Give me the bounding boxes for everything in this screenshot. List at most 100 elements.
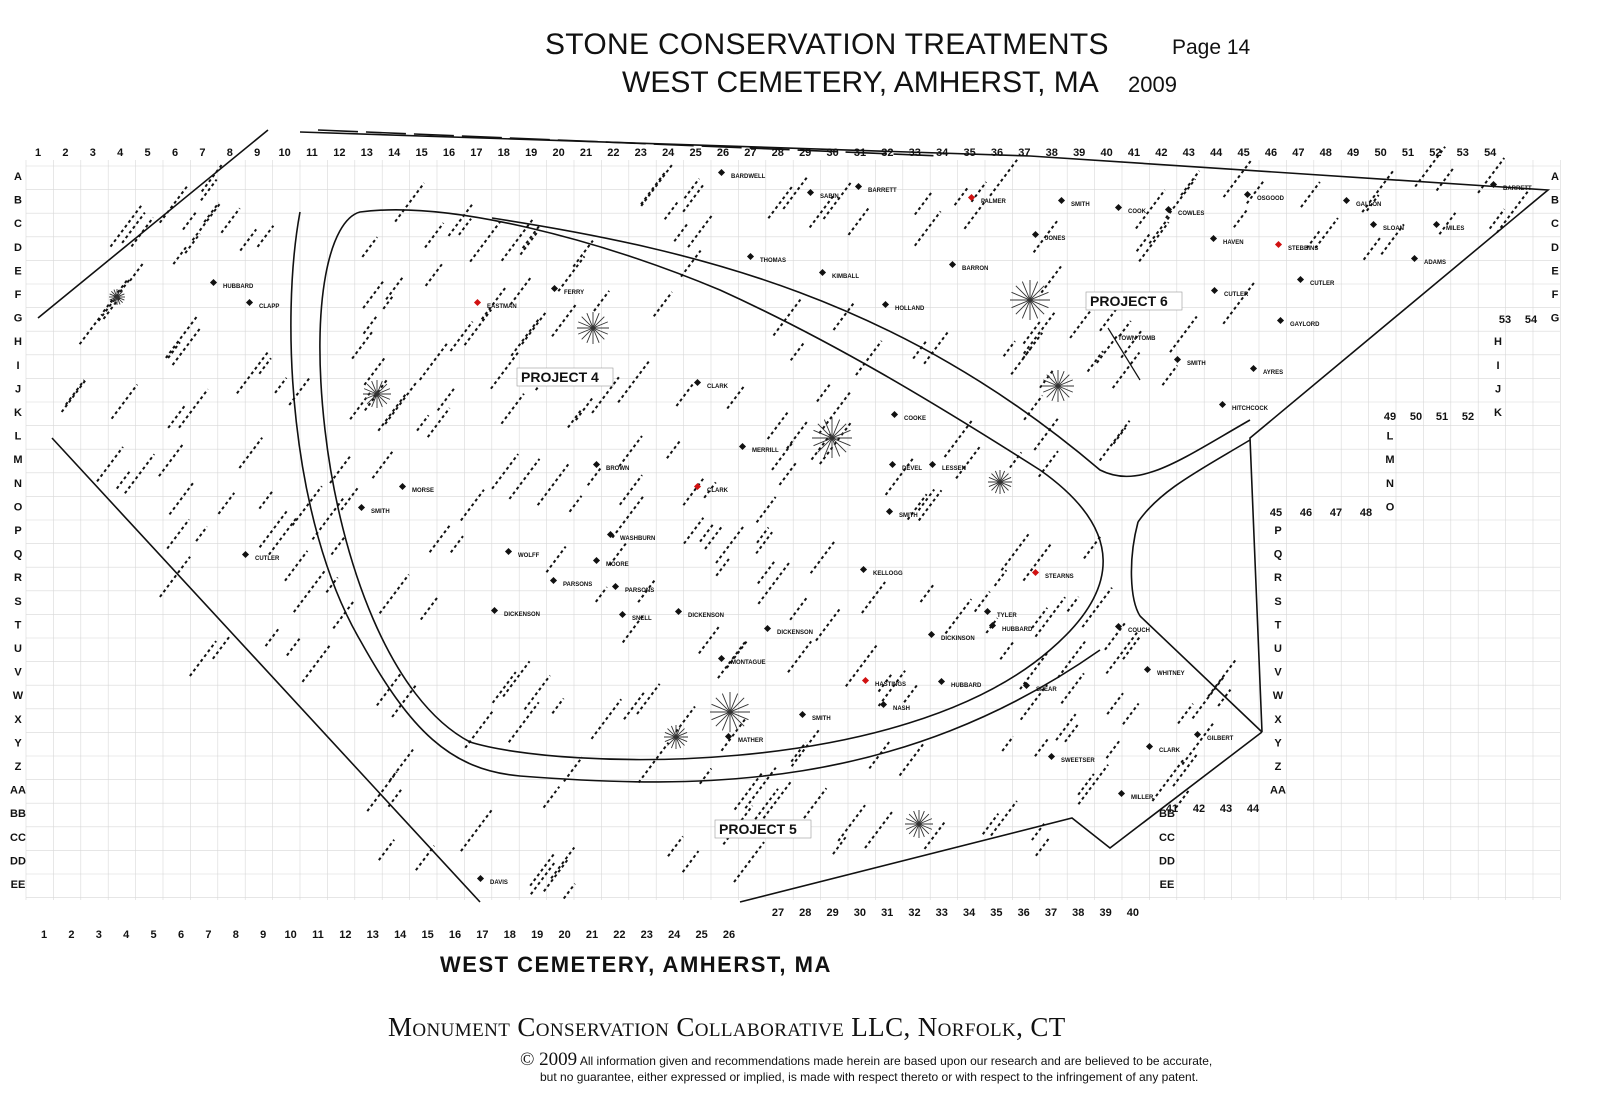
row-label-right: DD [1159,855,1175,867]
grave-row [1031,607,1048,629]
col-label-top: 44 [1210,147,1223,159]
col-label-step: 50 [1410,411,1422,423]
grave-rows [60,146,1530,900]
grave-row [550,846,576,879]
plot-marker [1296,275,1305,284]
plot-marker [550,284,559,293]
map-grid [25,160,1561,900]
grave-row [680,249,702,278]
plot-marker [854,182,863,191]
col-label-step: 44 [1247,803,1260,815]
grave-row [1034,737,1050,757]
grave-row [919,582,936,603]
col-label-step: 45 [1270,507,1282,519]
plot-marker [1114,203,1123,212]
col-label-top: 29 [799,147,811,159]
grave-row [172,245,188,265]
row-label-left: CC [10,832,26,844]
grave-row [191,203,221,241]
grave-row [1034,596,1066,638]
row-label-right: L [1387,431,1394,443]
grave-row [593,290,610,312]
tree-icon [1010,280,1050,320]
grave-row [720,717,747,752]
col-label-bottom: 32 [908,907,920,919]
grave-row [238,437,263,469]
grave-row [258,510,288,549]
grave-row [382,293,395,310]
grave-row [608,542,628,566]
col-label-step: 51 [1436,411,1448,423]
row-label-left: H [14,336,22,348]
grave-row [291,485,323,526]
row-label-left: O [14,501,23,513]
family-name-label: GILBERT [1207,736,1234,742]
grave-row [1032,218,1060,253]
grave-row [311,497,345,541]
grave-row [699,522,715,543]
row-label-right: I [1496,360,1499,372]
grave-row [301,645,331,683]
grave-row [349,390,372,420]
plot-marker [885,507,894,516]
grave-row [1022,543,1052,582]
grave-row [258,357,272,375]
col-label-top: 6 [172,147,178,159]
tree-icon [905,810,933,838]
grave-row [500,393,525,425]
tree-icon [1042,370,1074,402]
grave-row [329,454,352,484]
grave-row [864,811,893,849]
col-label-top: 46 [1265,147,1277,159]
grave-row [195,525,208,542]
col-label-top: 5 [145,147,151,159]
grave-row [460,807,494,852]
row-label-right: F [1552,289,1559,301]
row-label-right: S [1274,596,1281,608]
grave-row [523,674,551,711]
grave-row [923,331,949,365]
town-tomb-label: TOWN TOMB [1118,336,1156,342]
row-label-right: M [1385,454,1394,466]
family-name-label: BROWN [606,466,629,472]
grave-row [990,800,1018,837]
grave-row [212,635,231,660]
grave-row [704,524,724,550]
plot-marker [746,252,755,261]
grave-row [1060,672,1085,704]
family-name-label: MILLER [1131,795,1154,801]
grave-row [519,229,540,256]
row-label-left: U [14,643,22,655]
grave-row [562,883,576,900]
grave-row [999,641,1014,660]
plot-marker [1369,220,1378,229]
grave-row [1002,340,1016,357]
col-label-bottom: 29 [826,907,838,919]
grave-row [681,850,700,873]
grave-row [847,207,870,236]
grave-row [819,422,852,465]
grave-row [903,684,919,703]
grave-row [1300,181,1321,208]
grave-row [1135,231,1152,252]
family-name-label: THOMAS [760,258,786,264]
family-name-label: COOKE [904,416,926,422]
col-label-bottom: 20 [558,929,570,941]
row-label-left: Q [14,549,23,561]
col-label-bottom: 26 [723,929,735,941]
col-label-top: 27 [744,147,756,159]
grave-row [361,236,378,258]
grave-row [586,467,602,486]
family-name-label: WASHBURN [620,536,655,542]
grave-row [1105,739,1121,759]
row-label-right: N [1386,478,1394,490]
grave-row [636,683,661,715]
plot-marker [1057,196,1066,205]
grave-row [351,329,375,360]
col-label-top: 51 [1402,147,1414,159]
row-label-right: B [1551,195,1559,207]
grave-row [898,743,925,777]
grave-row [1122,702,1140,725]
col-label-top: 9 [254,147,260,159]
grave-row [1098,420,1131,462]
